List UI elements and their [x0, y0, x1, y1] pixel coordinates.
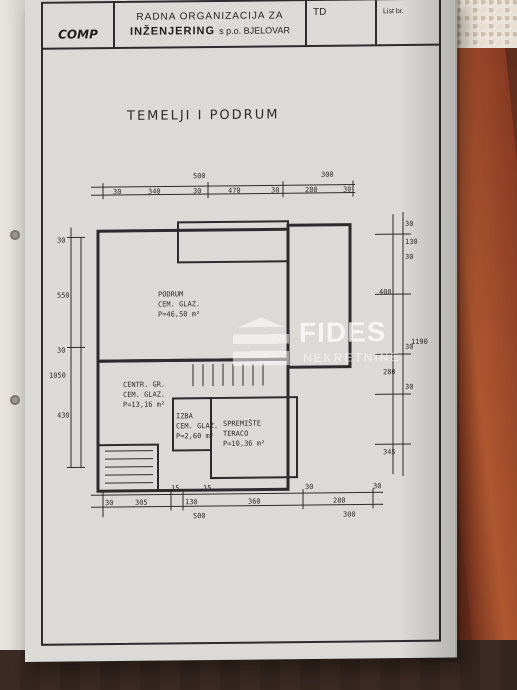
code-cell: TD — [307, 0, 377, 46]
room-spremiste-name: SPREMIŠTE — [223, 419, 261, 428]
title-block: COMP RADNA ORGANIZACIJA ZA INŽENJERING s… — [43, 0, 439, 50]
dim-label: 400 — [379, 288, 392, 296]
binder-ring — [10, 230, 20, 240]
dim-label: 30 — [271, 186, 279, 194]
sheet-number-cell: List br. — [377, 0, 439, 44]
room-izba-name: IZBA — [176, 412, 194, 420]
org-line-2: INŽENJERING s p.o. BJELOVAR — [130, 24, 290, 38]
wall-stair-landing — [97, 443, 159, 493]
dim-label: 30 — [405, 383, 413, 391]
org-name: INŽENJERING — [130, 25, 216, 38]
wall-podrum — [96, 227, 290, 363]
room-izba-area: P=2,60 m² — [176, 432, 214, 440]
drawing-frame: COMP RADNA ORGANIZACIJA ZA INŽENJERING s… — [41, 0, 441, 646]
org-line-1: RADNA ORGANIZACIJA ZA — [136, 10, 284, 23]
dim-label: 30 — [405, 343, 413, 351]
sheet-label: List br. — [383, 8, 404, 16]
wall-external-room — [286, 223, 352, 369]
room-centr-desc: CEM. GLAZ. — [123, 391, 165, 399]
dim-label: 30 — [405, 220, 413, 228]
dim-label: 305 — [135, 499, 148, 507]
dim-label: 550 — [57, 292, 70, 300]
floor-plan: PODRUM CEM. GLAZ. P=46,50 m² CENTR. GR. … — [49, 171, 428, 520]
code-label: TD — [313, 6, 327, 18]
dim-label: 300 — [343, 511, 356, 519]
room-spremiste-desc: TERACO — [223, 430, 248, 438]
organization-name: RADNA ORGANIZACIJA ZA INŽENJERING s p.o.… — [115, 1, 307, 48]
org-suffix: s p.o. BJELOVAR — [219, 25, 290, 36]
dim-label: 340 — [148, 188, 161, 196]
dim-label: 500 — [193, 512, 206, 520]
dimension-line — [91, 491, 383, 496]
dim-label: 500 — [193, 172, 206, 180]
dim-label: 280 — [305, 186, 318, 194]
dim-label: 345 — [383, 448, 396, 456]
dim-label: 30 — [113, 188, 121, 196]
wall-lower-block — [96, 357, 290, 493]
dimension-line — [91, 503, 383, 508]
dim-label: 430 — [57, 412, 70, 420]
dim-label: 30 — [343, 186, 351, 194]
room-centr-area: P=13,16 m² — [123, 401, 165, 409]
dim-label: 280 — [383, 368, 396, 376]
dim-label: 30 — [405, 253, 413, 261]
staircase — [105, 363, 264, 484]
dim-label: 30 — [105, 499, 113, 507]
dim-label: 15 — [171, 484, 179, 492]
dim-label: 130 — [405, 238, 418, 246]
room-podrum-desc: CEM. GLAZ. — [158, 300, 200, 308]
dim-label: 30 — [193, 187, 201, 195]
dimension-line — [91, 184, 355, 188]
binder-ring — [10, 395, 20, 405]
dim-label: 1050 — [49, 372, 66, 380]
dim-label: 30 — [373, 482, 381, 490]
dimension-line — [91, 192, 355, 196]
dim-label: 15 — [203, 484, 211, 492]
dim-label: 280 — [333, 497, 346, 505]
dim-label: 30 — [57, 237, 65, 245]
room-podrum-name: PODRUM — [158, 290, 183, 298]
dim-label: 470 — [228, 187, 241, 195]
room-spremiste-area: P=10,36 m² — [223, 439, 265, 447]
company-logo: COMP — [43, 3, 115, 48]
room-izba-desc: CEM. GLAZ. — [176, 422, 218, 430]
drawing-sheet: COMP RADNA ORGANIZACIJA ZA INŽENJERING s… — [25, 0, 457, 662]
dim-label: 30 — [57, 347, 65, 355]
wall-spremiste — [210, 396, 298, 480]
room-centr-name: CENTR. GR. — [123, 381, 165, 389]
room-podrum-area: P=46,50 m² — [158, 310, 200, 318]
dim-label: 30 — [305, 483, 313, 491]
dim-label: 300 — [321, 171, 334, 179]
dim-label: 1190 — [411, 338, 428, 346]
dim-label: 360 — [248, 498, 261, 506]
dim-label: 130 — [185, 498, 198, 506]
binder-spine — [0, 0, 28, 650]
